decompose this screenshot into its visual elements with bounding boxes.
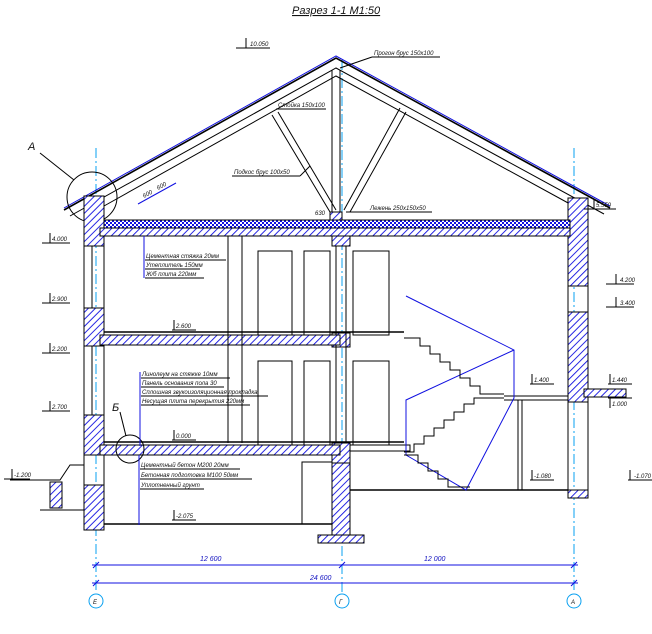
axis-label-g: Г	[339, 600, 343, 606]
svg-text:-1.070: -1.070	[634, 474, 652, 480]
second-floor-notes: Линолеум на стяжке 10мм Панель основания…	[141, 372, 268, 406]
central-foundation	[331, 462, 351, 544]
svg-text:4.000: 4.000	[52, 237, 68, 243]
svg-text:3.400: 3.400	[620, 301, 636, 307]
attic-floor-notes: Цементная стяжка 20мм Утеплитель 150мм Ж…	[145, 254, 226, 279]
callout-b: Б	[112, 402, 119, 414]
svg-text:Цементный бетон М200 20мм: Цементный бетон М200 20мм	[141, 462, 229, 469]
right-wall-upper	[567, 197, 589, 287]
left-wall-upper	[83, 195, 105, 247]
ground-floor-notes: Цементный бетон М200 20мм Бетонная подго…	[140, 462, 252, 490]
svg-text:Цементная стяжка 20мм: Цементная стяжка 20мм	[146, 254, 219, 260]
svg-text:Ж/б плита 220мм: Ж/б плита 220мм	[145, 272, 196, 278]
svg-text:2.600: 2.600	[175, 324, 192, 330]
svg-text:1.000: 1.000	[612, 402, 628, 408]
staircase	[404, 295, 515, 491]
doors	[227, 236, 390, 525]
foundation-left	[83, 484, 105, 531]
attic-slab-insulation	[103, 219, 571, 229]
label-ridge-purlin: Прогон брус 150х100	[374, 51, 434, 57]
svg-text:1.400: 1.400	[534, 378, 550, 384]
svg-text:-2.075: -2.075	[176, 514, 194, 520]
dim-total: 24 600	[309, 575, 332, 582]
callout-circle-b	[115, 434, 145, 464]
second-floor-slab	[99, 334, 341, 346]
svg-text:10.050: 10.050	[250, 42, 269, 48]
svg-text:-1.200: -1.200	[14, 473, 32, 479]
beam-mark: 630	[315, 211, 326, 217]
svg-text:Несущая плита перекрытия 220мм: Несущая плита перекрытия 220мм	[142, 399, 244, 405]
first-floor-slab	[99, 444, 341, 456]
axis-label-e: Е	[93, 600, 98, 606]
svg-text:2.700: 2.700	[51, 405, 68, 411]
svg-text:-1.080: -1.080	[534, 474, 552, 480]
svg-text:0.000: 0.000	[176, 434, 192, 440]
svg-text:4.200: 4.200	[620, 278, 636, 284]
dim-right-span: 12 000	[424, 556, 446, 563]
svg-text:2.200: 2.200	[51, 347, 68, 353]
drawing-title: Разрез 1-1 М1:50	[292, 5, 381, 17]
svg-text:Уплотненный грунт: Уплотненный грунт	[140, 482, 200, 489]
label-sill: Лежень 250х150х50	[369, 206, 426, 212]
axis-markers: Е Г А	[88, 593, 582, 609]
roof	[63, 55, 611, 217]
svg-text:Сплошная звукоизоляционная про: Сплошная звукоизоляционная прокладка	[142, 390, 258, 396]
eave-dim-2: 600	[156, 181, 168, 191]
dim-left-span: 12 600	[200, 556, 222, 563]
svg-text:2.900: 2.900	[51, 297, 68, 303]
svg-text:Линолеум на стяжке 10мм: Линолеум на стяжке 10мм	[141, 372, 218, 378]
level-marks: 10.050 5.550 4.000 2.900 2.200 2.700 -1.…	[4, 38, 652, 521]
label-strut: Подкос брус 100х50	[234, 170, 290, 176]
attic-slab	[99, 227, 571, 237]
canopy-slab	[583, 388, 627, 398]
svg-text:Утеплитель 150мм: Утеплитель 150мм	[145, 263, 203, 269]
svg-text:Бетонная подготовка М100 50мм: Бетонная подготовка М100 50мм	[141, 473, 238, 479]
svg-text:5.550: 5.550	[596, 203, 612, 209]
dimension-lines: 12 600 12 000 24 600	[92, 556, 578, 587]
svg-text:Панель основания пола 30: Панель основания пола 30	[142, 381, 217, 387]
callout-a: А	[27, 141, 35, 153]
axis-label-a: А	[570, 600, 575, 606]
label-post: Стойка 150х100	[278, 102, 325, 109]
eave-dim-1: 600	[142, 189, 154, 199]
svg-text:1.440: 1.440	[612, 378, 628, 384]
